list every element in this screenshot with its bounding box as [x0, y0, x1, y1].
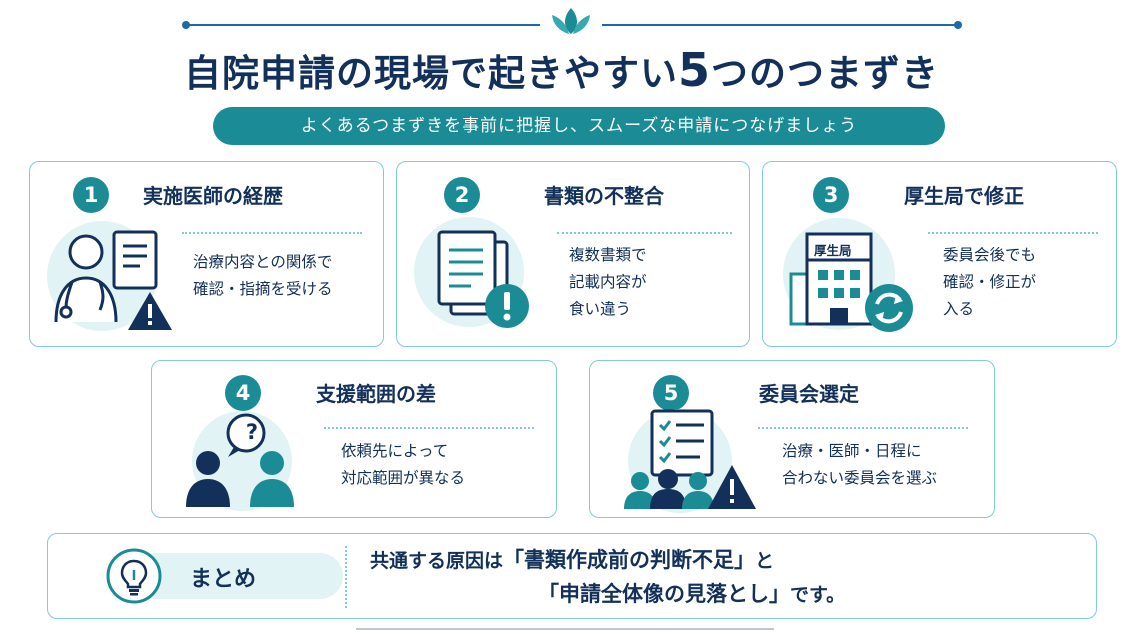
dotted-divider — [758, 427, 968, 429]
card-description: 依頼先によって対応範囲が異なる — [341, 442, 466, 487]
summary-box: まとめ 共通する原因は「書類作成前の判断不足」と 「申請全体像の見落とし」です。 — [47, 533, 1097, 619]
people-question-icon — [186, 411, 294, 511]
card-number-badge: 4 — [225, 375, 261, 411]
card-number-badge: 5 — [653, 375, 689, 411]
card-4-support-scope: 4 支援範囲の差 依頼先によって対応範囲が異なる ? — [151, 360, 557, 518]
card-2-document-inconsistency: 2 書類の不整合 複数書類で記載内容が食い違う — [396, 161, 750, 347]
card-number-badge: 1 — [73, 177, 109, 213]
card-3-bureau-correction: 3 厚生局で修正 委員会後でも確認・修正が入る 厚生局 — [762, 161, 1117, 347]
card-heading: 厚生局で修正 — [904, 184, 1024, 208]
card-1-doctor-career: 1 実施医師の経歴 治療内容との関係で確認・指摘を受ける — [29, 161, 384, 347]
building-refresh-icon — [783, 218, 913, 332]
dotted-divider — [182, 232, 362, 234]
card-description: 委員会後でも確認・修正が入る — [943, 246, 1037, 318]
card-number-badge: 3 — [813, 177, 849, 213]
summary-divider — [345, 546, 347, 608]
card-heading: 実施医師の経歴 — [143, 184, 283, 208]
doctor-warning-icon — [47, 221, 172, 331]
summary-line-2: 「申請全体像の見落とし」です。 — [538, 582, 846, 606]
card-5-committee-selection: 5 委員会選定 治療・医師・日程に合わない委員会を選ぶ — [589, 360, 995, 518]
documents-warning-icon — [414, 217, 529, 328]
dotted-divider — [928, 232, 1098, 234]
subtitle-banner: よくあるつまずきを事前に把握し、スムーズな申請につなげましょう — [213, 107, 945, 145]
card-heading: 委員会選定 — [759, 382, 859, 406]
summary-label-pill — [133, 553, 343, 599]
checklist-group-warning-icon — [624, 409, 756, 513]
card-description: 複数書類で記載内容が食い違う — [569, 246, 647, 318]
page-title: 自院申請の現場で起きやすい5つのつまずき — [183, 43, 939, 97]
dotted-divider — [557, 232, 732, 234]
question-mark-glyph: ? — [245, 420, 259, 444]
card-description: 治療・医師・日程に合わない委員会を選ぶ — [782, 442, 938, 487]
card-number-badge: 2 — [444, 177, 480, 213]
building-sign-text: 厚生局 — [814, 243, 852, 258]
summary-line-1: 共通する原因は「書類作成前の判断不足」と — [370, 548, 775, 572]
header-leaf-decoration — [182, 8, 962, 34]
lightbulb-icon — [106, 548, 162, 604]
card-description: 治療内容との関係で確認・指摘を受ける — [193, 253, 333, 298]
card-heading: 書類の不整合 — [544, 184, 664, 208]
bottom-rule — [356, 628, 774, 630]
card-heading: 支援範囲の差 — [316, 382, 436, 406]
dotted-divider — [324, 427, 534, 429]
summary-label: まとめ — [190, 567, 257, 592]
